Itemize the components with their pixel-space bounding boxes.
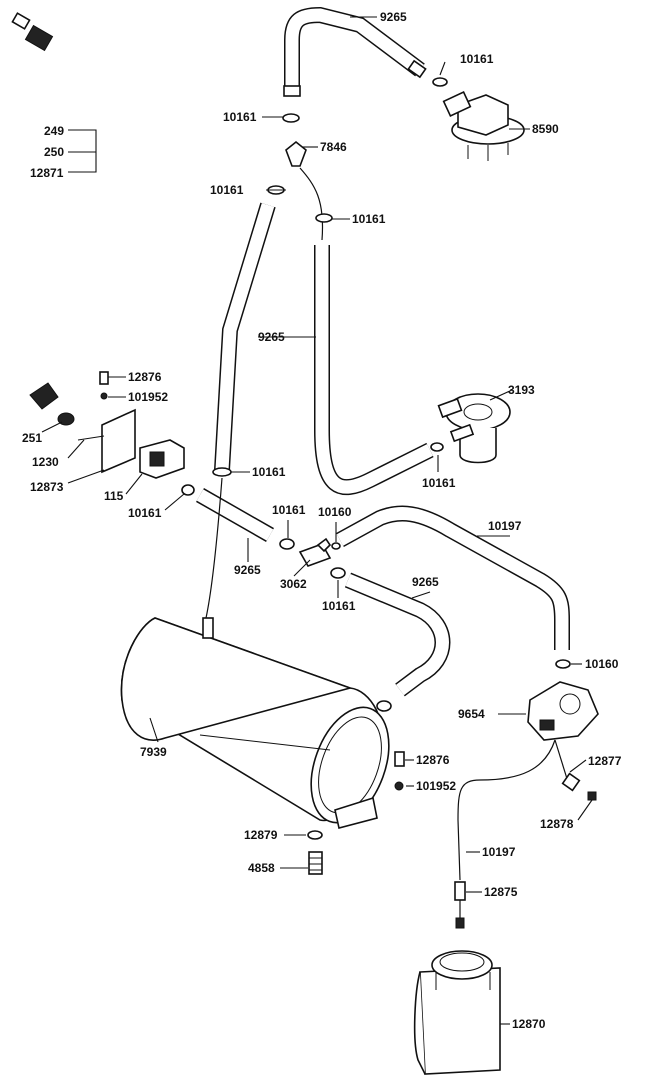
- label-12871: 12871: [30, 166, 64, 180]
- top-hose-9265: [283, 6, 427, 97]
- label-10197-b: 10197: [482, 845, 516, 859]
- label-12870: 12870: [512, 1017, 546, 1031]
- top-left-hose: [11, 12, 120, 410]
- label-250: 250: [44, 145, 64, 159]
- label-9265-low: 9265: [234, 563, 261, 577]
- label-12876-b: 12876: [416, 753, 450, 767]
- bolt-12876-lower: [394, 751, 405, 791]
- tank-7939: [120, 477, 390, 829]
- pump-8590: [442, 91, 525, 161]
- label-10197-a: 10197: [488, 519, 522, 533]
- label-12879: 12879: [244, 828, 278, 842]
- label-249: 249: [44, 124, 64, 138]
- label-10161-g: 10161: [422, 476, 456, 490]
- part-labels: 9265 10161 10161 8590 7846 10161 10161 2…: [22, 10, 622, 1031]
- mid-hose-left-9265: [214, 202, 276, 471]
- label-10161-c: 10161: [210, 183, 244, 197]
- label-4858: 4858: [248, 861, 275, 875]
- washer-12879: [307, 830, 323, 840]
- mid-hose-right-9265: [314, 245, 434, 496]
- reservoir-12870: [413, 950, 501, 1075]
- bolt-12876-top: [99, 371, 109, 400]
- label-12878: 12878: [540, 817, 574, 831]
- pump-9654: [527, 681, 599, 741]
- label-10161-f: 10161: [252, 465, 286, 479]
- label-12876-a: 12876: [128, 370, 162, 384]
- label-101952-a: 101952: [128, 390, 168, 404]
- label-1230: 1230: [32, 455, 59, 469]
- label-12877: 12877: [588, 754, 622, 768]
- label-115: 115: [104, 489, 124, 503]
- label-10161-b: 10161: [223, 110, 257, 124]
- label-9265-mid: 9265: [258, 330, 285, 344]
- lower-hose-right-9265: [344, 572, 451, 697]
- bolt-4858: [308, 851, 323, 875]
- label-101952-b: 101952: [416, 779, 456, 793]
- label-10161-e: 10161: [128, 506, 162, 520]
- pump-3193: [437, 393, 511, 464]
- label-3062: 3062: [280, 577, 307, 591]
- valve-assembly-115: [57, 408, 185, 479]
- y-connector-7846: [285, 140, 307, 167]
- tube-10197-lower: [454, 739, 597, 929]
- label-10161-i: 10161: [322, 599, 356, 613]
- label-7846: 7846: [320, 140, 347, 154]
- label-12875: 12875: [484, 885, 518, 899]
- label-10160-b: 10160: [585, 657, 619, 671]
- lower-hose-left-9265: [196, 488, 274, 542]
- label-251: 251: [22, 431, 42, 445]
- label-9654: 9654: [458, 707, 485, 721]
- label-3193: 3193: [508, 383, 535, 397]
- label-10161-d: 10161: [352, 212, 386, 226]
- t-connector-3062: [298, 537, 332, 567]
- leader-lines: [41, 16, 593, 1025]
- label-10161-h: 10161: [272, 503, 306, 517]
- label-10161-a: 10161: [460, 52, 494, 66]
- label-10160-a: 10160: [318, 505, 352, 519]
- hose-10197-upper: [336, 505, 570, 650]
- label-9265-top: 9265: [380, 10, 407, 24]
- label-8590: 8590: [532, 122, 559, 136]
- label-9265-right: 9265: [412, 575, 439, 589]
- label-12873: 12873: [30, 480, 64, 494]
- label-7939: 7939: [140, 745, 167, 759]
